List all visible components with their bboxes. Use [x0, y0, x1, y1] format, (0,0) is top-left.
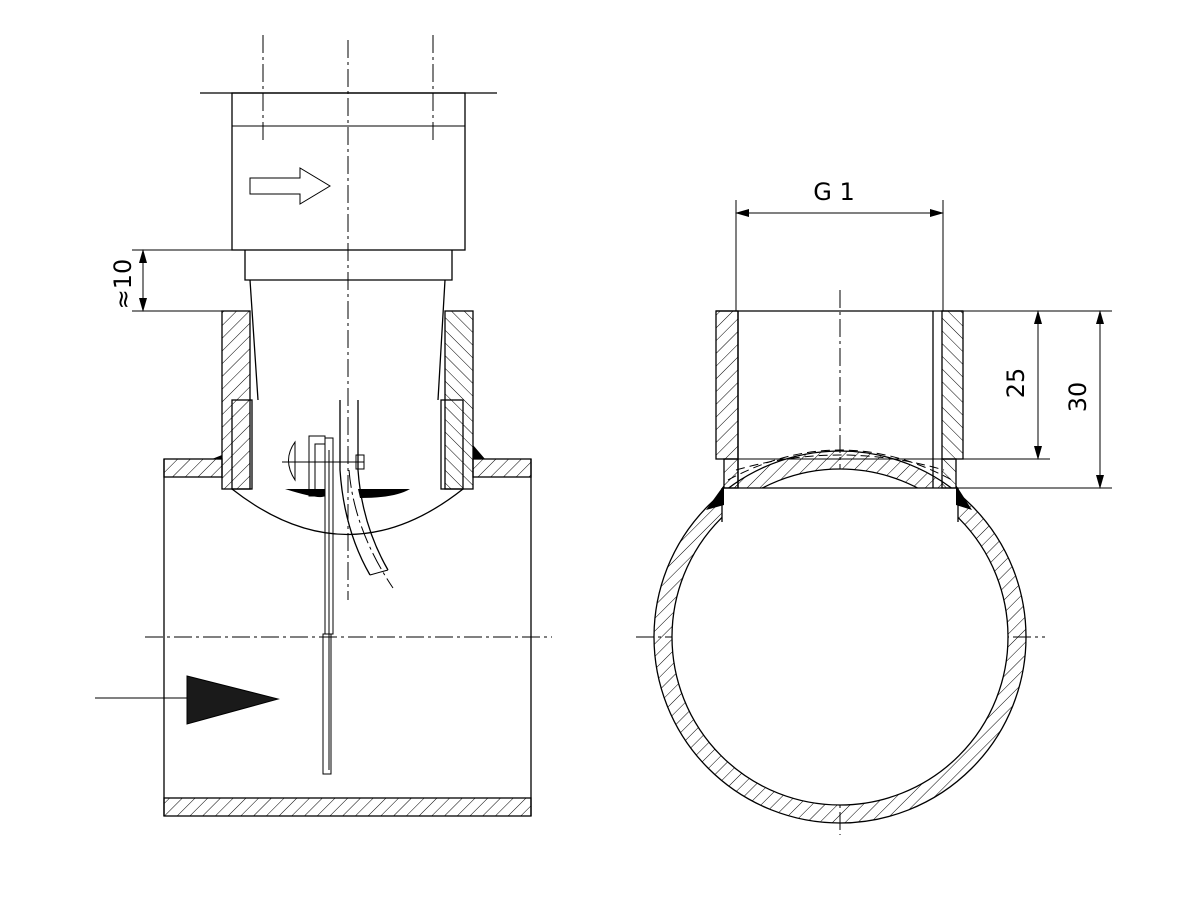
cross-section-view: G 1 25 30 — [636, 178, 1112, 835]
pipe-bottom-wall — [163, 797, 532, 817]
leaf-spring — [339, 400, 371, 576]
dimension-thread-g1: G 1 — [813, 178, 855, 206]
weld-seam — [706, 485, 724, 510]
side-view: ≈10 — [95, 35, 552, 817]
flow-direction-arrow-icon — [186, 675, 280, 725]
outline-right-arrow-icon — [249, 167, 331, 205]
dimension-25: 25 — [1002, 368, 1030, 399]
sensor-taper — [249, 279, 446, 401]
screw-head — [288, 440, 296, 482]
dimension-approx-10: ≈10 — [109, 259, 137, 310]
dimension-30: 30 — [1064, 382, 1092, 413]
socket-wall-right — [941, 310, 964, 460]
weld-seam — [212, 455, 222, 459]
paddle-blade — [322, 633, 332, 775]
pipe-intersection-curve — [231, 488, 464, 535]
weld-seam — [956, 485, 972, 510]
socket-wall-left — [715, 310, 739, 460]
paddle-holder — [308, 435, 326, 497]
sensor-housing — [231, 92, 466, 251]
weld-seam — [473, 445, 485, 459]
